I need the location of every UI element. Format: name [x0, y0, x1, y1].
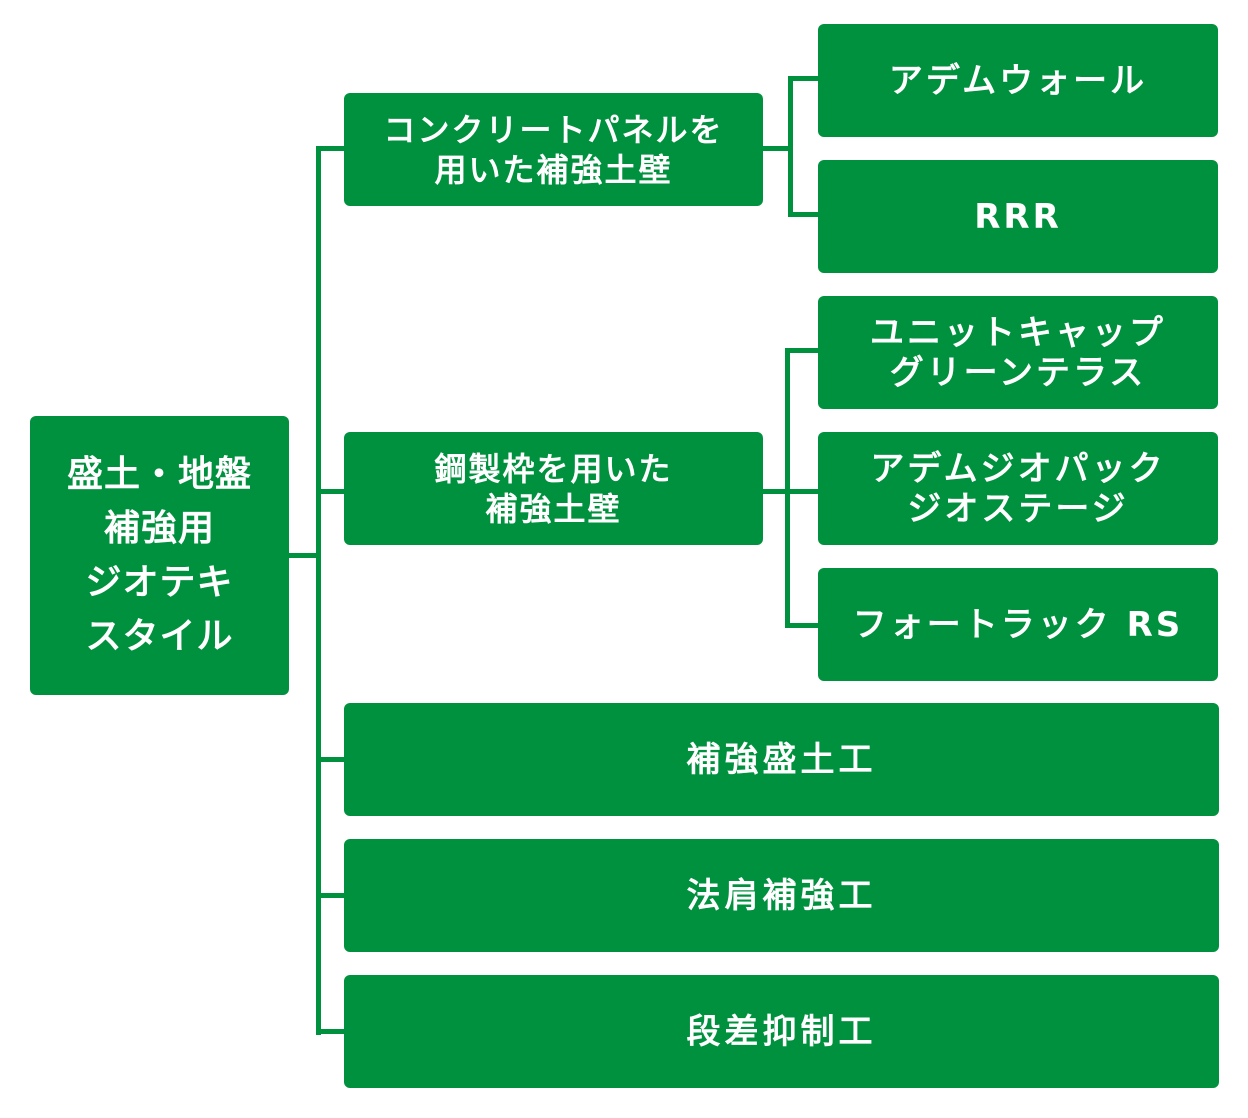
leaf-label: ユニットキャップ グリーンテラス — [870, 312, 1166, 393]
branch-label: 鋼製枠を用いた 補強土壁 — [434, 449, 673, 528]
connector-branch-1-out — [762, 146, 792, 151]
connector-branch-2 — [316, 489, 346, 494]
branch-node-reinforced-embankment: 補強盛土工 — [344, 703, 1219, 816]
leaf-label: アデムジオパック ジオステージ — [870, 448, 1166, 529]
root-node: 盛土・地盤 補強用 ジオテキ スタイル — [30, 416, 289, 695]
trunk-line — [316, 146, 321, 1035]
leaf-node-unit-cap: ユニットキャップ グリーンテラス — [818, 296, 1218, 409]
branch-label: 段差抑制工 — [686, 1011, 877, 1052]
leaf-node-adem-geopack: アデムジオパック ジオステージ — [818, 432, 1218, 545]
connector-branch-5 — [316, 1029, 346, 1034]
branch-label: 補強盛土工 — [686, 739, 877, 780]
leaf-node-fortrac-rs: フォートラック RS — [818, 568, 1218, 681]
root-label: 盛土・地盤 補強用 ジオテキ スタイル — [66, 453, 252, 657]
branch-node-concrete-panel: コンクリートパネルを 用いた補強土壁 — [344, 93, 763, 206]
branch-node-steel-frame: 鋼製枠を用いた 補強土壁 — [344, 432, 763, 545]
branch-node-shoulder-reinforcement: 法肩補強工 — [344, 839, 1219, 952]
sub-trunk-2 — [785, 348, 790, 628]
sub-trunk-1 — [788, 76, 793, 217]
connector-branch-3 — [316, 757, 346, 762]
leaf-node-adem-wall: アデムウォール — [818, 24, 1218, 137]
connector-branch-2-out — [762, 489, 792, 494]
branch-label: コンクリートパネルを 用いた補強土壁 — [383, 110, 724, 189]
connector-leaf-2 — [788, 212, 820, 217]
branch-label: 法肩補強工 — [686, 875, 877, 916]
connector-leaf-4 — [785, 489, 820, 494]
leaf-label: フォートラック RS — [852, 604, 1184, 645]
leaf-label: アデムウォール — [888, 60, 1148, 101]
root-connector — [288, 553, 320, 558]
branch-node-settlement-control: 段差抑制工 — [344, 975, 1219, 1088]
leaf-label: RRR — [974, 196, 1062, 237]
connector-leaf-3 — [785, 348, 820, 353]
connector-leaf-1 — [788, 76, 820, 81]
connector-branch-4 — [316, 893, 346, 898]
connector-leaf-5 — [785, 623, 820, 628]
leaf-node-rrr: RRR — [818, 160, 1218, 273]
connector-branch-1 — [316, 146, 346, 151]
